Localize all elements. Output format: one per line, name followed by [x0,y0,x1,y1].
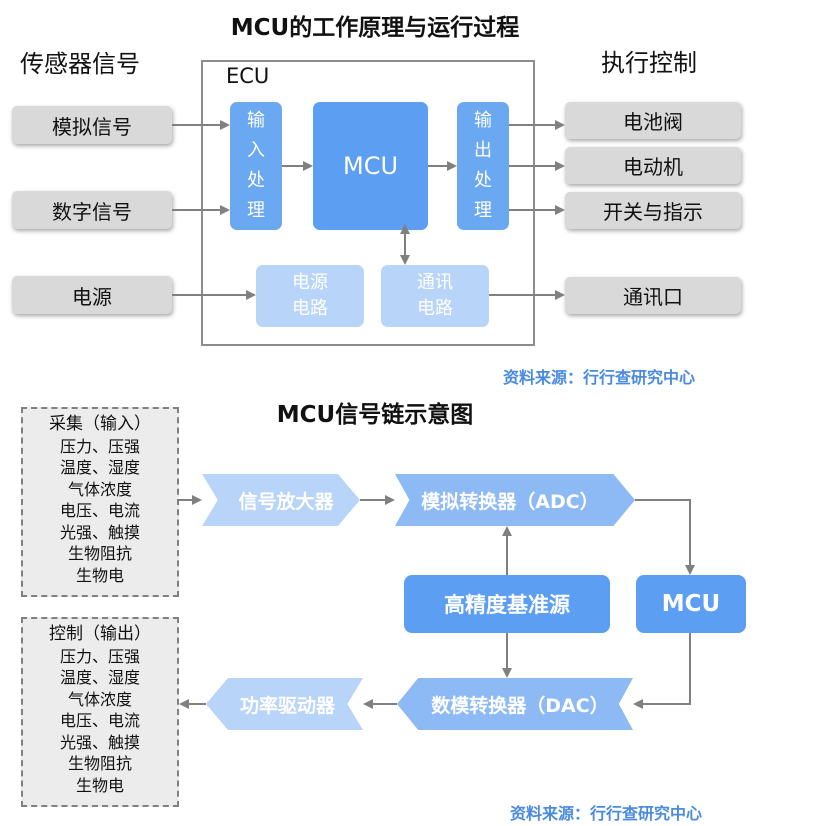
execution-control-heading: 执行控制 [601,49,697,77]
precision-reference-box: 高精度基准源 [404,575,610,633]
comm-circuit-line: 通讯 [417,272,453,293]
control-line: 压力、压强 [59,646,140,666]
input-processing-char: 入 [247,140,265,161]
motor-box: 电动机 [565,147,741,184]
collect-line: 温度、湿度 [59,458,140,477]
input-processing-char: 输 [247,110,265,131]
sensor-signals-heading: 传感器信号 [20,50,140,78]
adc-chevron: 模拟转换器（ADC） [395,474,635,526]
control-line: 温度、湿度 [59,668,140,687]
bottom-source-note: 资料来源：行行查研究中心 [510,804,703,823]
output-processing-char: 理 [474,200,492,221]
output-processing-char: 输 [474,110,492,131]
input-processing-char: 处 [247,170,265,191]
power-circuit-line: 电路 [292,298,328,319]
top-diagram-title: MCU的工作原理与运行过程 [230,15,520,41]
output-processing-box: 输 出 处 理 [457,102,509,230]
arrow-adc-to-mcu [635,499,695,575]
arrow-mcu-to-dac [633,633,691,709]
analog-signal-box: 模拟信号 [12,106,172,144]
control-output-box: 控制（输出） 压力、压强 温度、湿度 气体浓度 电压、电流 光强、触摸 生物阻抗… [21,617,179,807]
signal-amplifier-chevron: 信号放大器 [202,474,360,526]
control-line: 电压、电流 [59,711,140,730]
collect-line: 生物阻抗 [67,544,132,563]
power-supply-box: 电源 [12,276,172,314]
control-line: 生物电 [75,775,124,795]
collect-line: 光强、触摸 [59,522,140,542]
power-circuit-line: 电源 [292,272,328,293]
collect-heading: 采集（输入） [49,414,151,434]
bottom-diagram-title: MCU信号链示意图 [276,402,474,428]
control-line: 光强、触摸 [59,732,140,752]
collect-line: 气体浓度 [67,479,132,499]
battery-valve-box: 电池阀 [565,102,741,139]
digital-signal-box: 数字信号 [12,191,172,229]
input-processing-char: 理 [247,200,265,221]
switch-indicator-box: 开关与指示 [565,192,741,229]
collect-line: 电压、电流 [59,501,140,520]
collect-line: 压力、压强 [59,436,140,456]
control-line: 气体浓度 [67,689,132,709]
input-processing-box: 输 入 处 理 [230,102,282,230]
comm-circuit-line: 电路 [417,298,453,319]
top-source-note: 资料来源：行行查研究中心 [503,368,696,387]
power-circuit-box: 电源 电路 [256,265,364,327]
collect-input-box: 采集（输入） 压力、压强 温度、湿度 气体浓度 电压、电流 光强、触摸 生物阻抗… [21,407,179,597]
bottom-mcu-box: MCU [636,575,746,633]
ecu-label: ECU [226,64,270,88]
comm-port-box: 通讯口 [565,277,741,314]
collect-line: 生物电 [75,565,124,585]
control-heading: 控制（输出） [49,624,151,644]
comm-circuit-box: 通讯 电路 [381,265,489,327]
power-driver-chevron: 功率驱动器 [206,678,363,730]
output-processing-char: 出 [474,140,492,161]
control-line: 生物阻抗 [67,754,132,773]
top-mcu-box: MCU [313,102,428,230]
dac-chevron: 数模转换器（DAC） [397,678,633,730]
output-processing-char: 处 [474,170,492,191]
